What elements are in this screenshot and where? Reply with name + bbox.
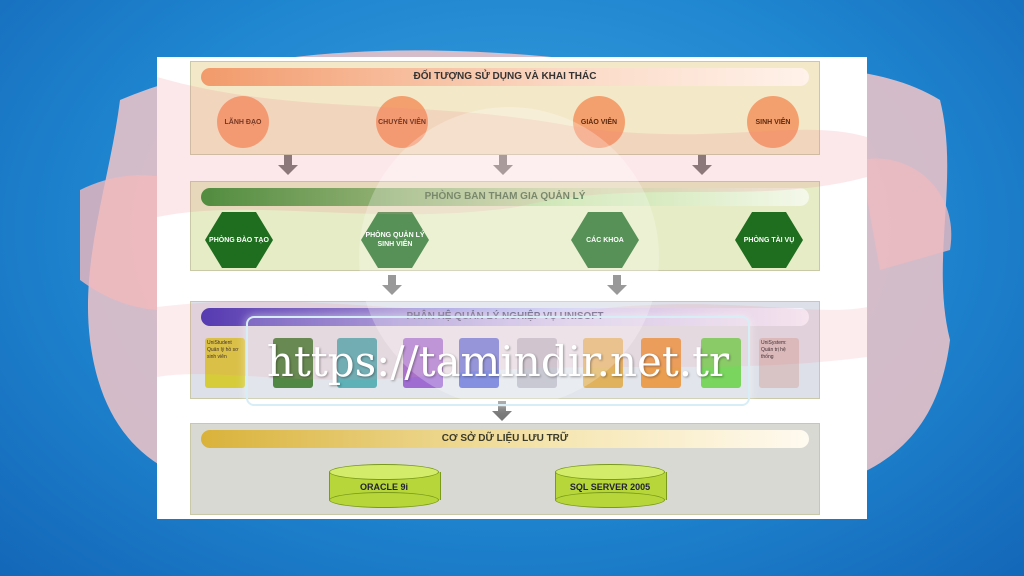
database-cylinder-sqlserver: SQL SERVER 2005 [555, 464, 667, 508]
module-box-unistudent: UniStudent Quản lý hồ sơ sinh viên [205, 338, 245, 388]
user-circle-student: SINH VIÊN [747, 96, 799, 148]
diagram-slide: ĐỐI TƯỢNG SỬ DỤNG VÀ KHAI THÁC LÃNH ĐẠO … [157, 57, 867, 519]
departments-section: PHÒNG BAN THAM GIA QUẢN LÝ PHÒNG ĐÀO TẠO… [190, 181, 820, 271]
storage-section: CƠ SỞ DỮ LIỆU LƯU TRỮ ORACLE 9i SQL SERV… [190, 423, 820, 515]
user-circle-leader: LÃNH ĐẠO [217, 96, 269, 148]
database-cylinder-oracle: ORACLE 9i [329, 464, 441, 508]
users-title: ĐỐI TƯỢNG SỬ DỤNG VÀ KHAI THÁC [201, 68, 809, 86]
module-box-unisystem: UniSystem: Quản trị hệ thống [759, 338, 799, 388]
departments-title: PHÒNG BAN THAM GIA QUẢN LÝ [201, 188, 809, 206]
module-box [583, 338, 623, 388]
module-box [459, 338, 499, 388]
user-circle-specialist: CHUYÊN VIÊN [376, 96, 428, 148]
user-circle-teacher: GIÁO VIÊN [573, 96, 625, 148]
watermark-url: https://tamindir.net.tr [246, 316, 750, 406]
database-label: SQL SERVER 2005 [569, 482, 651, 492]
dept-hex-finance: PHÒNG TÀI VỤ [735, 212, 803, 268]
module-box [403, 338, 443, 388]
storage-title: CƠ SỞ DỮ LIỆU LƯU TRỮ [201, 430, 809, 448]
module-box [517, 338, 557, 388]
module-box [337, 338, 377, 388]
dept-hex-student-affairs: PHÒNG QUẢN LÝ SINH VIÊN [361, 212, 429, 268]
dept-hex-training: PHÒNG ĐÀO TẠO [205, 212, 273, 268]
users-section: ĐỐI TƯỢNG SỬ DỤNG VÀ KHAI THÁC LÃNH ĐẠO … [190, 61, 820, 155]
module-box [273, 338, 313, 388]
module-box [641, 338, 681, 388]
database-label: ORACLE 9i [359, 482, 408, 492]
dept-hex-faculties: CÁC KHOA [571, 212, 639, 268]
module-box [701, 338, 741, 388]
